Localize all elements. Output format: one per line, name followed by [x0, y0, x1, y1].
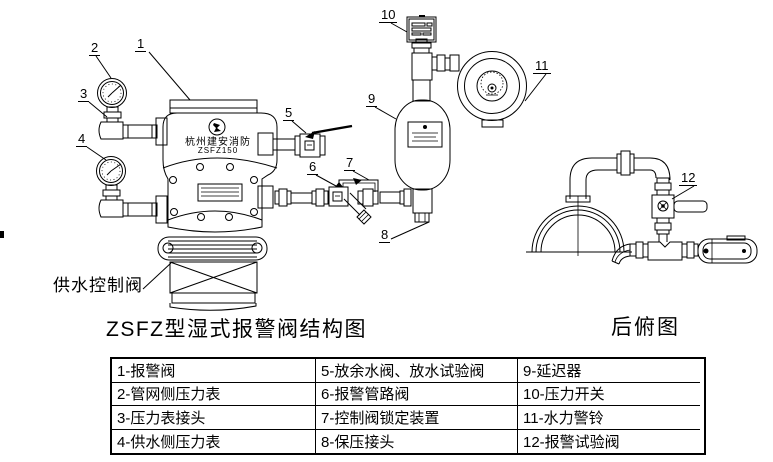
test-valve-handle — [673, 200, 708, 213]
legend-cell: 6-报警管路阀 — [316, 382, 518, 406]
diagram-title: ZSFZ型湿式报警阀结构图 — [106, 318, 367, 341]
rear-view-piping — [526, 150, 758, 265]
alarm-test-valve — [651, 177, 708, 235]
callout-3: 3 — [78, 86, 90, 102]
edge-mark — [0, 231, 4, 238]
legend-cell: 2-管网侧压力表 — [112, 382, 316, 406]
supply-control-valve — [157, 236, 268, 311]
callout-1: 1 — [135, 36, 147, 52]
callout-5: 5 — [283, 105, 295, 121]
rear-view-label: 后俯图 — [611, 316, 680, 339]
legend-cell: 11-水力警铃 — [518, 406, 700, 430]
legend-cell: 3-压力表接头 — [112, 406, 316, 430]
brand-logo-icon — [208, 118, 226, 136]
tee-fitting — [647, 241, 683, 261]
delay-chamber — [394, 79, 451, 191]
legend-table: 1-报警阀 5-放余水阀、放水试验阀 9-延迟器 2-管网侧压力表 6-报警管路… — [110, 357, 706, 455]
rear-pressure-device — [697, 235, 758, 264]
pressure-connector — [414, 212, 430, 223]
legend-cell: 7-控制阀锁定装置 — [316, 406, 518, 430]
water-motor-gong — [457, 51, 527, 128]
alarm-pipeline-valve — [328, 186, 349, 207]
legend-cell: 10-压力开关 — [518, 383, 700, 406]
alarm-pipeline — [257, 178, 433, 225]
chamber-label — [407, 121, 443, 148]
legend-cell: 12-报警试验阀 — [523, 433, 620, 451]
legend-cell: 8-保压接头 — [316, 429, 518, 453]
drain-test-valve — [257, 124, 353, 158]
supply-side-pressure-gauge — [96, 156, 168, 224]
supply-label-leader — [142, 262, 172, 290]
callout-6: 6 — [307, 159, 319, 175]
valve-handle — [311, 124, 353, 135]
callout-10: 10 — [379, 7, 398, 23]
alarm-valve-body — [162, 99, 278, 233]
callout-8: 8 — [379, 227, 391, 243]
callout-9: 9 — [366, 91, 378, 107]
callout-4: 4 — [76, 131, 88, 147]
valve-brand-text: 杭州建安消防 — [185, 137, 251, 148]
nameplate — [197, 183, 243, 202]
leader-lines — [86, 22, 695, 290]
legend-cell: 4-供水侧压力表 — [112, 429, 316, 453]
legend-cell: 5-放余水阀、放水试验阀 — [316, 359, 518, 383]
callout-11: 11 — [533, 58, 551, 74]
supply-control-valve-label: 供水控制阀 — [53, 276, 143, 295]
legend-cell: 1-报警阀 — [112, 359, 316, 383]
callout-2: 2 — [89, 40, 101, 56]
callout-12: 12 — [679, 170, 698, 186]
legend-cell: 9-延迟器 — [518, 359, 700, 383]
pressure-switch — [406, 15, 460, 81]
callout-7: 7 — [344, 155, 356, 171]
network-side-pressure-gauge — [97, 78, 168, 146]
valve-model-text: ZSFZ150 — [197, 146, 239, 155]
